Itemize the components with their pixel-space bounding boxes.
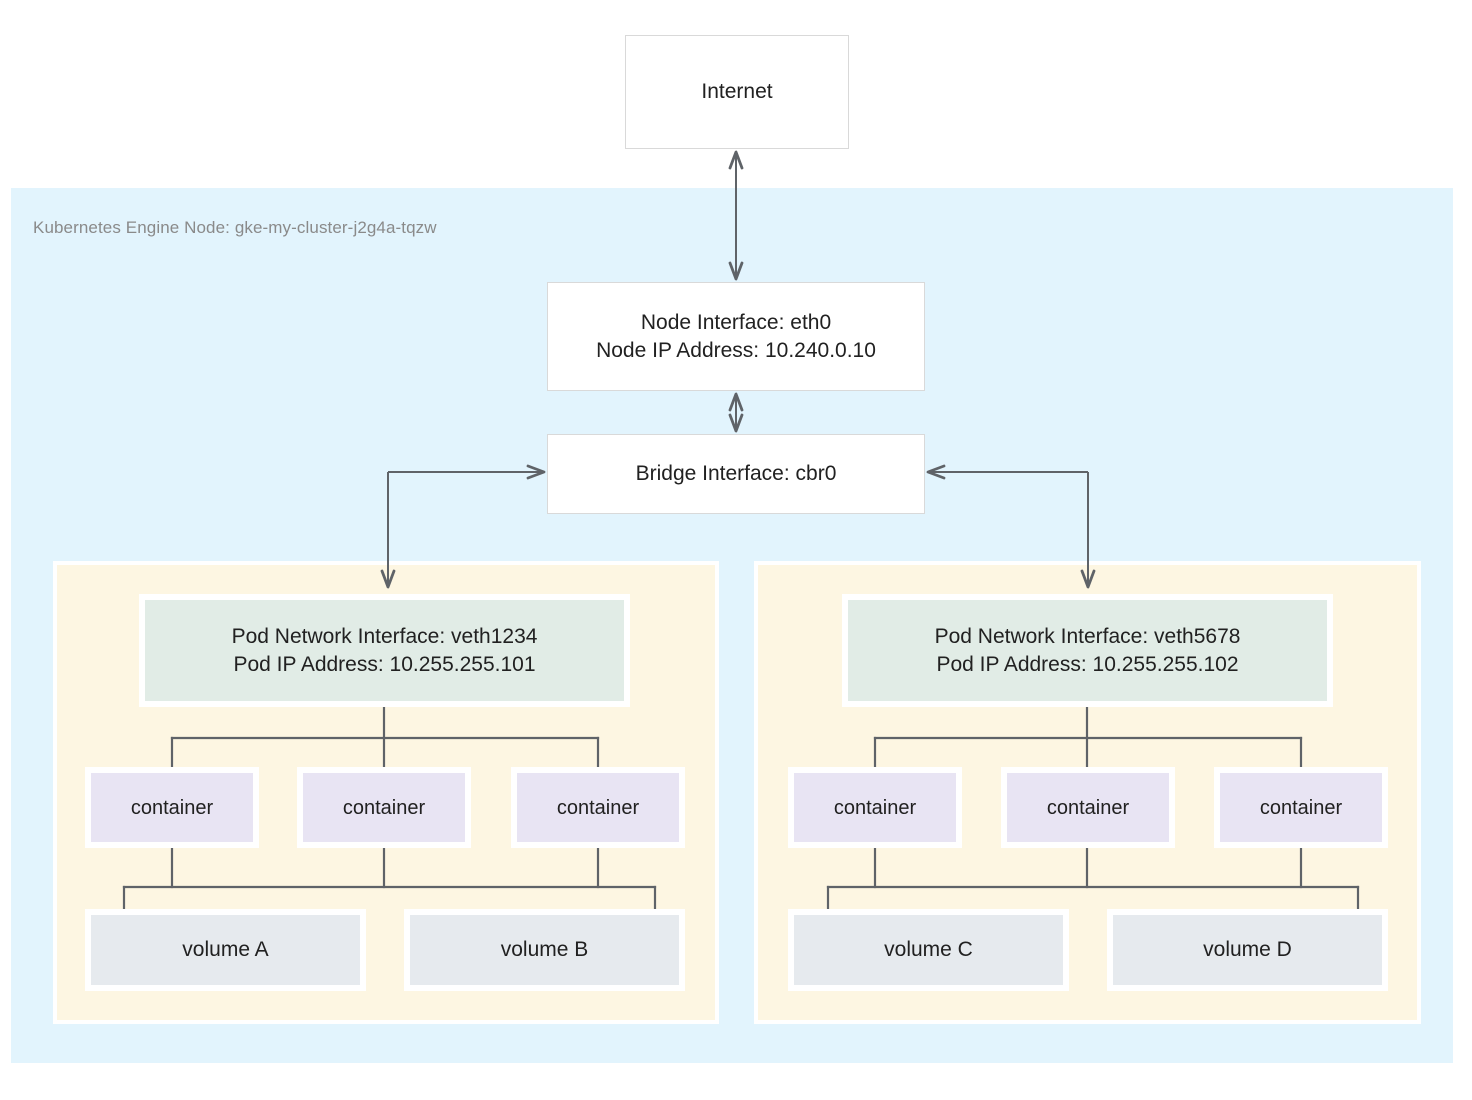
kubernetes-node-label: Kubernetes Engine Node: gke-my-cluster-j…: [33, 218, 437, 237]
pod-network-interface-box-2[interactable]: Pod Network Interface: veth5678 Pod IP A…: [842, 594, 1333, 707]
container-box[interactable]: container: [511, 767, 685, 848]
container-box[interactable]: container: [297, 767, 471, 848]
volume-box-d[interactable]: volume D: [1107, 909, 1388, 991]
container-box[interactable]: container: [788, 767, 962, 848]
bridge-interface-box[interactable]: Bridge Interface: cbr0: [547, 434, 925, 514]
volume-box-a[interactable]: volume A: [85, 909, 366, 991]
container-box[interactable]: container: [1001, 767, 1175, 848]
internet-box[interactable]: Internet: [625, 35, 849, 149]
volume-box-b[interactable]: volume B: [404, 909, 685, 991]
container-box[interactable]: container: [1214, 767, 1388, 848]
pod-network-interface-box-1[interactable]: Pod Network Interface: veth1234 Pod IP A…: [139, 594, 630, 707]
container-box[interactable]: container: [85, 767, 259, 848]
node-interface-box[interactable]: Node Interface: eth0 Node IP Address: 10…: [547, 282, 925, 391]
volume-box-c[interactable]: volume C: [788, 909, 1069, 991]
